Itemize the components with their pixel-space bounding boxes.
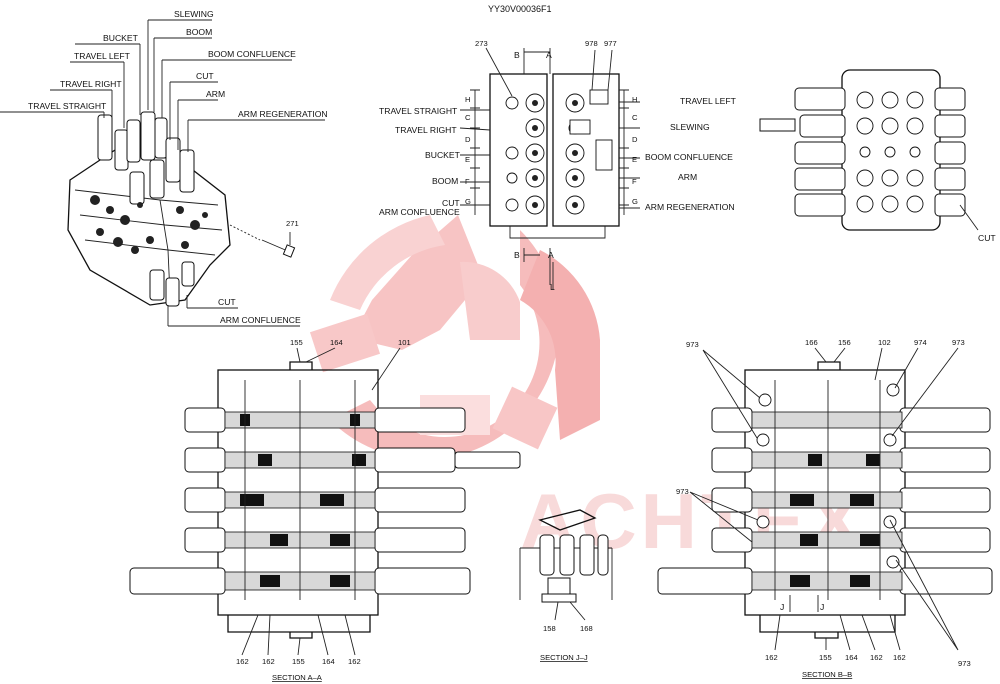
bb-callout-162-c: 162: [893, 653, 906, 662]
bb-j-mark-right: J: [820, 602, 824, 612]
dim-letter-right-d: D: [632, 135, 638, 144]
aa-callout-155-bottom: 155: [292, 657, 305, 666]
top-view: [459, 47, 640, 290]
top-label-travel-left: TRAVEL LEFT: [680, 96, 737, 106]
dim-letter-right-e: E: [632, 155, 637, 164]
dim-letter-left-c: C: [465, 113, 471, 122]
dim-letter-left-h: H: [465, 95, 470, 104]
iso-label-travel-left: TRAVEL LEFT: [74, 51, 131, 61]
bb-callout-973-top-right: 973: [952, 338, 965, 347]
callout-978: 978: [585, 39, 598, 48]
top-label-arm: ARM: [678, 172, 697, 182]
section-jj-title: SECTION J–J: [540, 653, 588, 662]
dim-letter-right-f: F: [632, 177, 637, 186]
side-label-cut: CUT: [978, 233, 996, 243]
iso-label-bucket: BUCKET: [103, 33, 139, 43]
iso-label-travel-straight: TRAVEL STRAIGHT: [28, 101, 107, 111]
aa-callout-162-a: 162: [236, 657, 249, 666]
section-bb-title: SECTION B–B: [802, 670, 852, 679]
iso-label-boom: BOOM: [186, 27, 212, 37]
bb-callout-156: 156: [838, 338, 851, 347]
section-bb-view: [657, 347, 993, 651]
jj-callout-158: 158: [543, 624, 556, 633]
bb-callout-162-b: 162: [870, 653, 883, 662]
dim-letter-left-g: G: [465, 197, 471, 206]
iso-label-travel-right: TRAVEL RIGHT: [60, 79, 122, 89]
side-view: [759, 69, 979, 231]
aa-callout-155-top: 155: [290, 338, 303, 347]
top-label-travel-right: TRAVEL RIGHT: [395, 125, 457, 135]
diagram-code: YY30V00036F1: [488, 4, 552, 14]
dim-letter-left-f: F: [465, 177, 470, 186]
dim-letter-right-c: C: [632, 113, 638, 122]
dimension-letters-right: HC D E F G: [632, 95, 638, 206]
iso-label-boom-confluence: BOOM CONFLUENCE: [208, 49, 296, 59]
section-mark-b-bottom: B: [514, 250, 520, 260]
dim-letter-right-h: H: [632, 95, 637, 104]
bb-callout-102: 102: [878, 338, 891, 347]
iso-label-cut: CUT: [196, 71, 214, 81]
callout-271: 271: [286, 219, 299, 228]
aa-callout-164-bottom: 164: [322, 657, 335, 666]
bb-callout-164: 164: [845, 653, 858, 662]
top-label-bucket: BUCKET: [425, 150, 461, 160]
aa-callout-164-top: 164: [330, 338, 343, 347]
section-aa-title: SECTION A–A: [272, 673, 323, 682]
iso-label-arm-confluence: ARM CONFLUENCE: [220, 315, 301, 325]
section-jj-view: [519, 509, 613, 621]
bb-callout-166: 166: [805, 338, 818, 347]
view-mark-l: L: [550, 282, 555, 292]
top-label-slewing: SLEWING: [670, 122, 710, 132]
isometric-valve-view: 271: [0, 19, 325, 327]
dim-letter-left-d: D: [465, 135, 471, 144]
bb-callout-162-a: 162: [765, 653, 778, 662]
dim-letter-left-e: E: [465, 155, 470, 164]
section-mark-a-top: A: [546, 50, 552, 60]
bb-callout-973-top-left: 973: [686, 340, 699, 349]
section-mark-b-top: B: [514, 50, 520, 60]
bb-callout-155: 155: [819, 653, 832, 662]
bb-j-mark-left: J: [780, 602, 784, 612]
top-label-arm-confluence: ARM CONFLUENCE: [379, 207, 460, 217]
top-label-arm-regeneration: ARM REGENERATION: [645, 202, 735, 212]
callout-273: 273: [475, 39, 488, 48]
iso-label-arm: ARM: [206, 89, 225, 99]
section-mark-a-bottom: A: [548, 250, 554, 260]
top-label-boom-confluence: BOOM CONFLUENCE: [645, 152, 733, 162]
top-label-travel-straight: TRAVEL STRAIGHT: [379, 106, 458, 116]
aa-callout-162-b: 162: [262, 657, 275, 666]
top-label-boom: BOOM: [432, 176, 458, 186]
jj-callout-168: 168: [580, 624, 593, 633]
callout-977: 977: [604, 39, 617, 48]
aa-callout-162-c: 162: [348, 657, 361, 666]
dimension-letters-left: HC D E F G: [465, 95, 471, 206]
bb-callout-973-bottom: 973: [958, 659, 971, 668]
top-label-cut: CUT: [442, 198, 460, 208]
iso-label-arm-regeneration: ARM REGENERATION: [238, 109, 328, 119]
iso-label-cut-bottom: CUT: [218, 297, 236, 307]
iso-label-slewing: SLEWING: [174, 9, 214, 19]
dim-letter-right-g: G: [632, 197, 638, 206]
aa-callout-101: 101: [398, 338, 411, 347]
bb-callout-974: 974: [914, 338, 927, 347]
bb-callout-973-left: 973: [676, 487, 689, 496]
section-aa-view: [129, 347, 521, 656]
